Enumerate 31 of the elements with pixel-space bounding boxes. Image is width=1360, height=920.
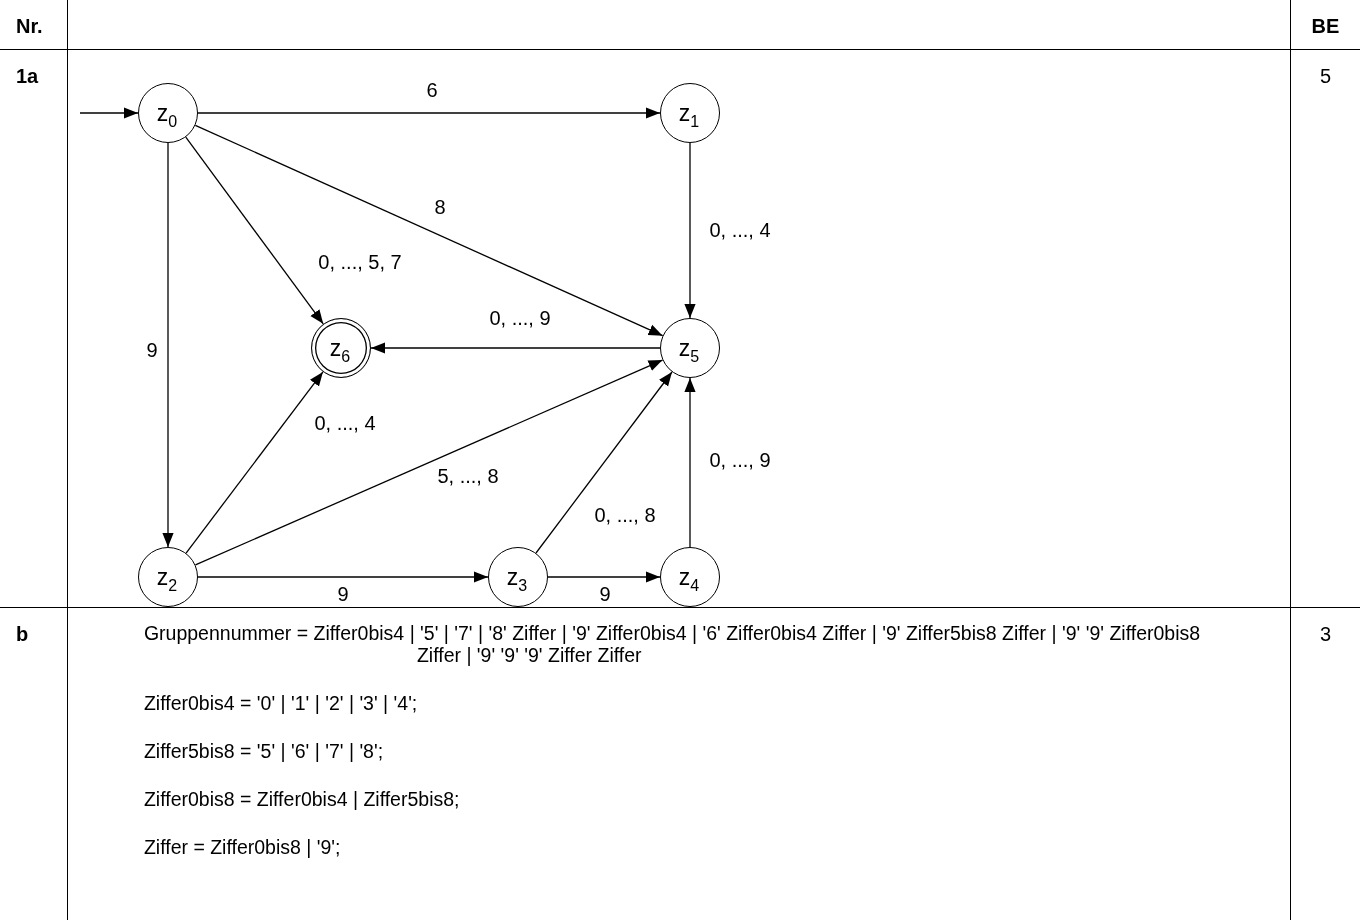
arrow	[194, 124, 664, 337]
task-number: b	[16, 623, 29, 645]
points-value: 3	[1319, 623, 1332, 645]
arrow	[547, 571, 661, 583]
state-circle: z$_{0}$	[138, 83, 198, 143]
grammar-rule: Gruppennummer = Ziffer0bis4 | '5' | '7' | '8' Ziffer | '9' Ziffer0bis4 | '6' Ziffer0bis4 Ziffer | '9' Ziffer5bis8 Ziffer | '9' '9' Ziffer0bis8 Ziffer | '9' '9' '9' Ziffer Ziffer	[143, 622, 1202, 666]
arrow	[197, 107, 661, 119]
final-state-circle: z$_{6}$	[311, 318, 371, 378]
task-number: 1a	[16, 65, 39, 87]
state-circle: z$_{4}$	[660, 547, 720, 607]
state-circle: z$_{5}$	[660, 318, 720, 378]
arrow	[162, 142, 174, 548]
grammar-rule: Ziffer0bis4 = '0' | '1' | '2' | '3' | '4';	[143, 692, 418, 714]
arrow	[370, 342, 661, 354]
grammar-rule: Ziffer = Ziffer0bis8 | '9';	[143, 836, 341, 858]
arrow	[185, 371, 324, 554]
column-header: Nr.	[16, 15, 43, 37]
arrow	[535, 371, 673, 554]
column-header: BE	[1311, 15, 1340, 37]
grammar-rule: Ziffer0bis8 = Ziffer0bis4 | Ziffer5bis8;	[143, 788, 460, 810]
arrow	[197, 571, 489, 583]
state-circle: z$_{2}$	[138, 547, 198, 607]
arrow	[194, 359, 664, 566]
arrow	[185, 136, 324, 325]
arrow	[684, 377, 696, 548]
points-value: 5	[1319, 65, 1332, 87]
state-circle: z$_{3}$	[488, 547, 548, 607]
grammar-rule: Ziffer5bis8 = '5' | '6' | '7' | '8';	[143, 740, 384, 762]
arrow	[684, 142, 696, 319]
arrow	[79, 107, 139, 119]
state-circle: z$_{1}$	[660, 83, 720, 143]
